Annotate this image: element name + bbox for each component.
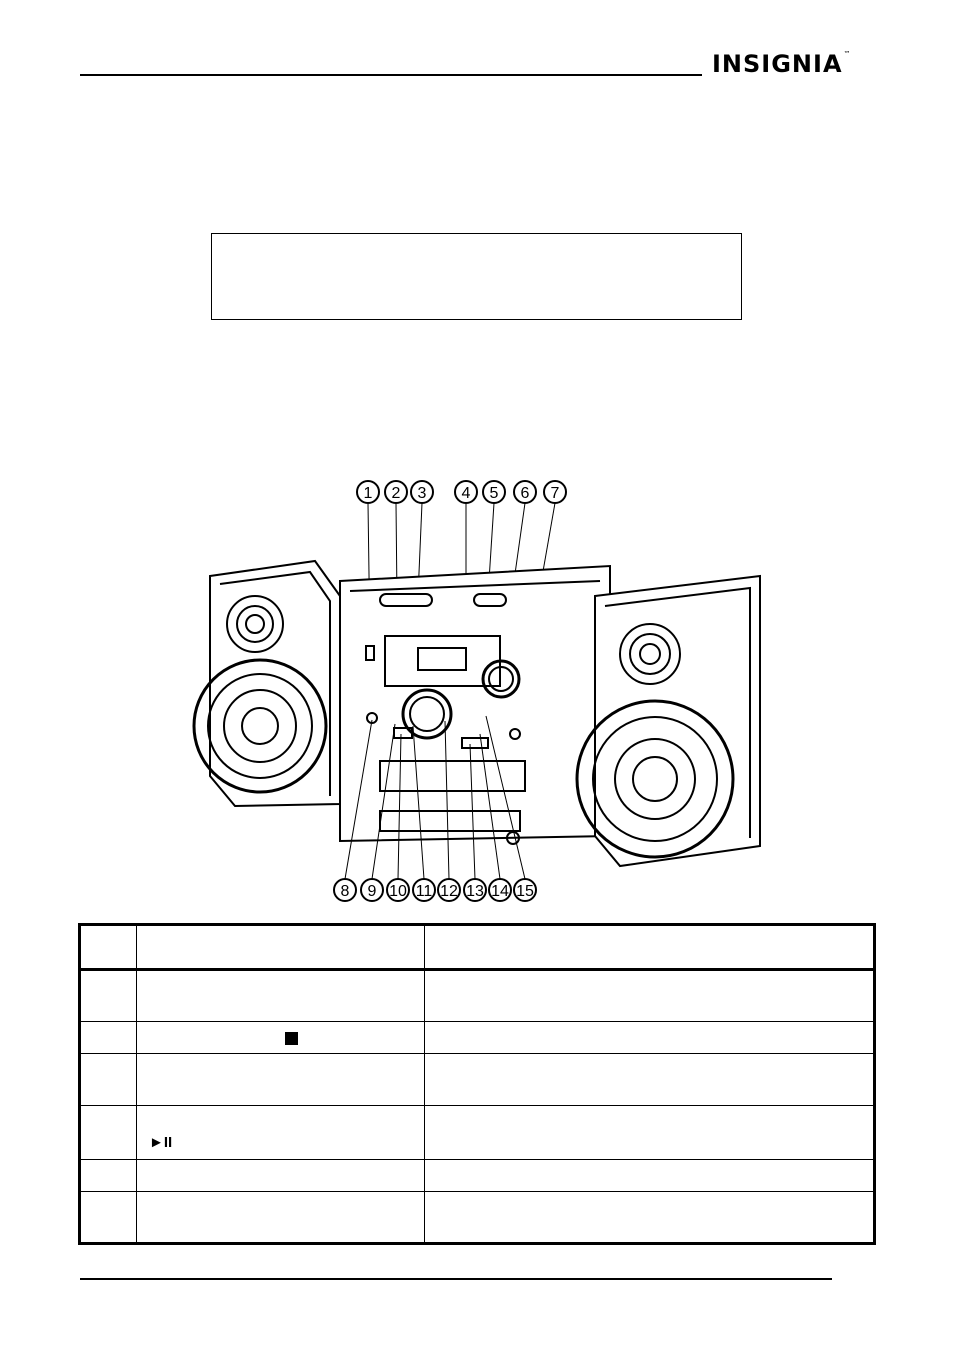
callout-bottom-11: 11: [412, 725, 436, 902]
main-unit: [339, 564, 611, 845]
callout-bottom-9: 9: [360, 723, 396, 902]
notice-box: [211, 233, 742, 320]
svg-text:1: 1: [364, 485, 373, 502]
header-cell-description: [424, 924, 875, 971]
svg-text:13: 13: [466, 883, 484, 900]
footer-rule: [80, 1278, 832, 1280]
right-speaker: [575, 574, 761, 868]
table-row: [79, 1021, 875, 1054]
table-row: ►II: [79, 1105, 875, 1160]
table-row: [79, 1159, 875, 1192]
svg-text:2: 2: [392, 485, 401, 502]
header-cell-component: [136, 924, 425, 971]
left-speaker: [192, 559, 341, 808]
stop-icon: [285, 1032, 298, 1046]
callout-bottom-8: 8: [333, 719, 373, 902]
callout-bottom-12: 12: [437, 720, 461, 902]
svg-text:8: 8: [341, 883, 350, 900]
svg-text:3: 3: [418, 485, 427, 502]
callout-bottom-15: 15: [485, 715, 537, 902]
table-row: [79, 969, 875, 1022]
table-header-row: [79, 924, 875, 971]
svg-text:10: 10: [389, 883, 407, 900]
svg-text:11: 11: [416, 883, 433, 900]
svg-text:4: 4: [462, 485, 471, 502]
stereo-system-diagram: 1 2 3 4 5 6 7: [192, 480, 761, 902]
header-cell-number: [79, 924, 137, 971]
svg-text:12: 12: [440, 883, 458, 900]
svg-text:7: 7: [551, 485, 560, 502]
callout-bottom-14: 14: [479, 733, 512, 902]
svg-text:6: 6: [521, 485, 530, 502]
svg-text:14: 14: [491, 883, 509, 900]
header-rule: [80, 74, 702, 76]
play-pause-icon: ►II: [149, 1134, 173, 1151]
svg-text:15: 15: [516, 883, 534, 900]
table-row: [79, 1053, 875, 1106]
table-row: [79, 1191, 875, 1244]
svg-text:9: 9: [368, 883, 377, 900]
brand-logo: INSIGNIA™: [712, 50, 852, 78]
callout-bottom-10: 10: [386, 733, 410, 902]
parts-table: ►II: [78, 923, 876, 1245]
svg-text:5: 5: [490, 485, 499, 502]
callout-bottom-13: 13: [463, 743, 487, 902]
